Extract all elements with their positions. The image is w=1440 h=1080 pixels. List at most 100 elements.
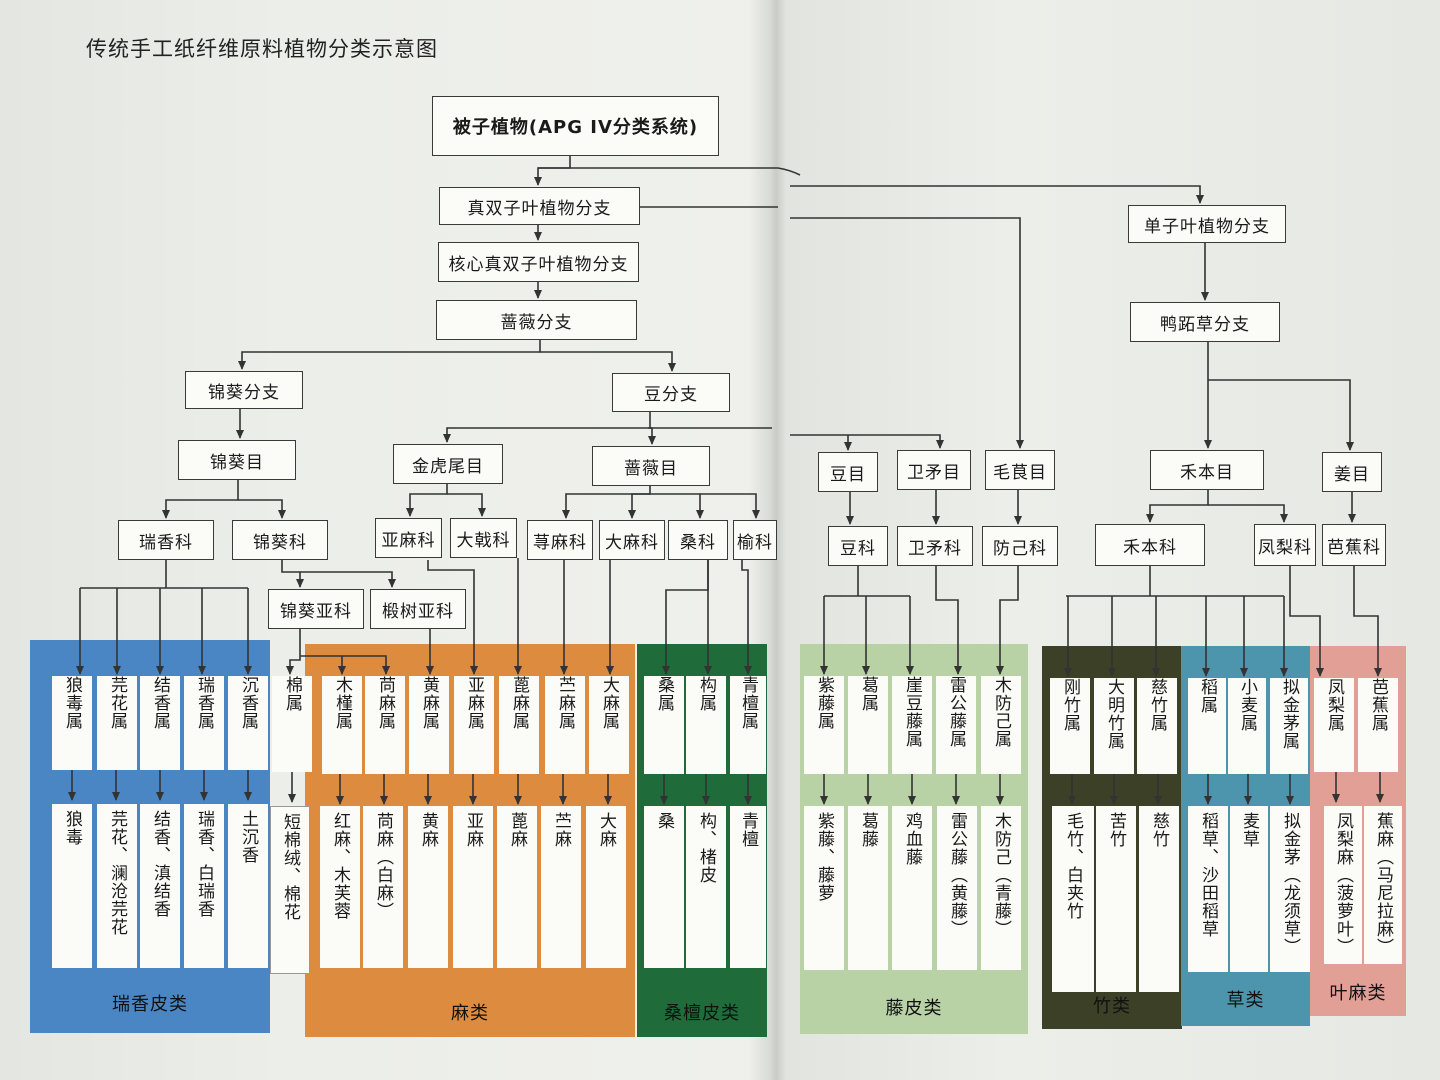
link-rosids-fabids <box>540 351 676 372</box>
genus-label-pteroceltis: 青檀属 <box>738 676 759 730</box>
genus-pleioblastus: 大明竹属 <box>1094 678 1134 774</box>
species-edgeworthia: 结香、滇结香 <box>140 804 180 968</box>
species-bambusa: 慈竹 <box>1139 806 1179 992</box>
genus-hibiscus: 木槿属 <box>322 676 362 774</box>
link-root-monocot-a <box>538 167 801 176</box>
species-wisteria: 紫藤、藤萝 <box>804 806 844 970</box>
genus-label-stellera: 狼毒属 <box>62 676 83 730</box>
link-malvoideae-abutilon <box>300 655 390 675</box>
genus-wisteria: 紫藤属 <box>804 676 844 774</box>
link-rosales-morac <box>650 493 704 519</box>
node-rosales: 蔷薇目 <box>592 446 710 486</box>
genus-label-edgeworthia: 结香属 <box>150 676 171 730</box>
node-moraceae: 桑科 <box>668 520 728 560</box>
node-commelinids: 鸭跖草分支 <box>1130 302 1280 342</box>
node-thymelaeaceae: 瑞香科 <box>118 520 214 560</box>
genus-label-wisteria: 紫藤属 <box>814 676 835 730</box>
link-commel-zingib <box>1208 379 1354 451</box>
link-ulmac-pteroceltis <box>741 560 752 675</box>
species-label-morus: 桑 <box>654 812 675 830</box>
species-label-abutilon: 苘麻（白麻） <box>373 812 394 920</box>
node-malpighiales: 金虎尾目 <box>393 444 503 484</box>
species-ananas: 凤梨麻（菠萝叶） <box>1324 806 1362 964</box>
species-label-broussonetia: 构、楮皮 <box>696 812 717 884</box>
species-genkwa: 芫花、澜沧芫花 <box>97 804 137 968</box>
species-broussonetia: 构、楮皮 <box>686 806 726 968</box>
link-rosales-ulmac <box>700 493 760 519</box>
species-cocculus: 木防己（青藤） <box>981 806 1021 970</box>
genus-label-millettia: 崖豆藤属 <box>902 676 923 748</box>
species-daphne: 瑞香、白瑞香 <box>184 804 224 968</box>
species-label-cocculus: 木防己（青藤） <box>991 812 1012 938</box>
species-abutilon: 苘麻（白麻） <box>363 806 403 968</box>
link-malpig-linaceae <box>406 484 448 517</box>
node-menispermaceae: 防己科 <box>982 526 1058 566</box>
genus-daphne-genkwa: 芫花属 <box>97 676 137 770</box>
species-label-triticum: 麦草 <box>1239 812 1260 848</box>
node-urticaceae: 荨麻科 <box>527 520 593 560</box>
genus-stellera: 狼毒属 <box>52 676 92 770</box>
genus-millettia: 崖豆藤属 <box>892 676 932 774</box>
genus-gossypium: 棉属 <box>272 676 312 772</box>
genus-broussonetia: 构属 <box>686 676 726 774</box>
species-ricinus: 蓖麻 <box>497 806 537 968</box>
species-boehmeria: 苎麻 <box>541 806 581 968</box>
node-musaceae: 芭蕉科 <box>1322 524 1386 566</box>
genus-oryza: 稻属 <box>1188 678 1226 774</box>
species-label-daphne: 瑞香、白瑞香 <box>194 810 215 918</box>
genus-label-broussonetia: 构属 <box>696 676 717 712</box>
link-malvales-malva <box>238 499 286 519</box>
group-label-vine-bark: 藤皮类 <box>885 998 943 1019</box>
link-malva-tilioideae <box>300 571 396 588</box>
species-label-aquilaria: 土沉香 <box>238 810 259 864</box>
genus-label-linum: 亚麻属 <box>464 676 485 730</box>
species-label-eulaliopsis: 拟金茅（龙须草） <box>1280 812 1301 956</box>
genus-musa: 芭蕉属 <box>1358 678 1398 772</box>
node-zingiberales: 姜目 <box>1322 452 1382 492</box>
group-label-grass: 草类 <box>1226 990 1265 1011</box>
species-pueraria: 葛藤 <box>848 806 888 970</box>
species-label-hibiscus: 红麻、木芙蓉 <box>330 812 351 920</box>
species-label-genkwa: 芫花、澜沧芫花 <box>107 810 128 936</box>
species-label-oryza: 稻草、沙田稻草 <box>1198 812 1219 938</box>
species-label-edgeworthia: 结香、滇结香 <box>150 810 171 918</box>
genus-label-eulaliopsis: 拟金茅属 <box>1279 678 1300 750</box>
species-corchorus: 黄麻 <box>408 806 448 968</box>
species-label-tripterygium: 雷公藤（黄藤） <box>947 812 968 938</box>
link-menisp-cocculus <box>996 566 1019 675</box>
link-malvales-thym <box>162 480 239 519</box>
link-celastr-tripterygium <box>935 566 962 675</box>
species-label-stellera: 狼毒 <box>62 810 83 846</box>
node-ulmaceae: 榆科 <box>733 520 777 560</box>
genus-label-triticum: 小麦属 <box>1237 678 1258 732</box>
species-label-wisteria: 紫藤、藤萝 <box>814 812 835 902</box>
group-label-hemp: 麻类 <box>451 1003 489 1024</box>
node-malvoideae: 锦葵亚科 <box>268 589 364 629</box>
species-musa: 蕉麻（马尼拉麻） <box>1364 806 1402 964</box>
genus-label-corchorus: 黄麻属 <box>419 676 440 730</box>
genus-cannabis: 大麻属 <box>589 676 629 774</box>
node-euphorbiaceae: 大戟科 <box>450 518 517 558</box>
node-bromeliaceae: 凤梨科 <box>1254 524 1316 566</box>
genus-label-ananas: 凤梨属 <box>1324 678 1345 732</box>
genus-morus: 桑属 <box>644 676 684 774</box>
genus-ananas: 凤梨属 <box>1314 678 1354 772</box>
genus-abutilon: 苘麻属 <box>365 676 405 774</box>
node-eudicots: 真双子叶植物分支 <box>439 187 640 225</box>
node-malvaceae: 锦葵科 <box>232 520 328 560</box>
link-malva-malvoideae <box>281 560 304 588</box>
node-poaceae: 禾本科 <box>1095 524 1205 566</box>
node-tilioideae: 椴树亚科 <box>370 589 466 629</box>
genus-label-cannabis: 大麻属 <box>599 676 620 730</box>
genus-linum: 亚麻属 <box>454 676 494 774</box>
link-poales-bromel <box>1208 504 1288 523</box>
group-label-ruixiang-bark: 瑞香皮类 <box>112 994 188 1015</box>
species-label-pteroceltis: 青檀 <box>738 812 759 848</box>
genus-phyllostachys: 刚竹属 <box>1050 678 1090 774</box>
link-root-eudicots <box>534 156 571 186</box>
node-malvids: 锦葵分支 <box>185 371 303 409</box>
species-oryza: 稻草、沙田稻草 <box>1188 806 1228 972</box>
species-label-pueraria: 葛藤 <box>858 812 879 848</box>
link-rosids-malvids <box>238 340 541 370</box>
genus-label-ricinus: 蓖麻属 <box>509 676 530 730</box>
